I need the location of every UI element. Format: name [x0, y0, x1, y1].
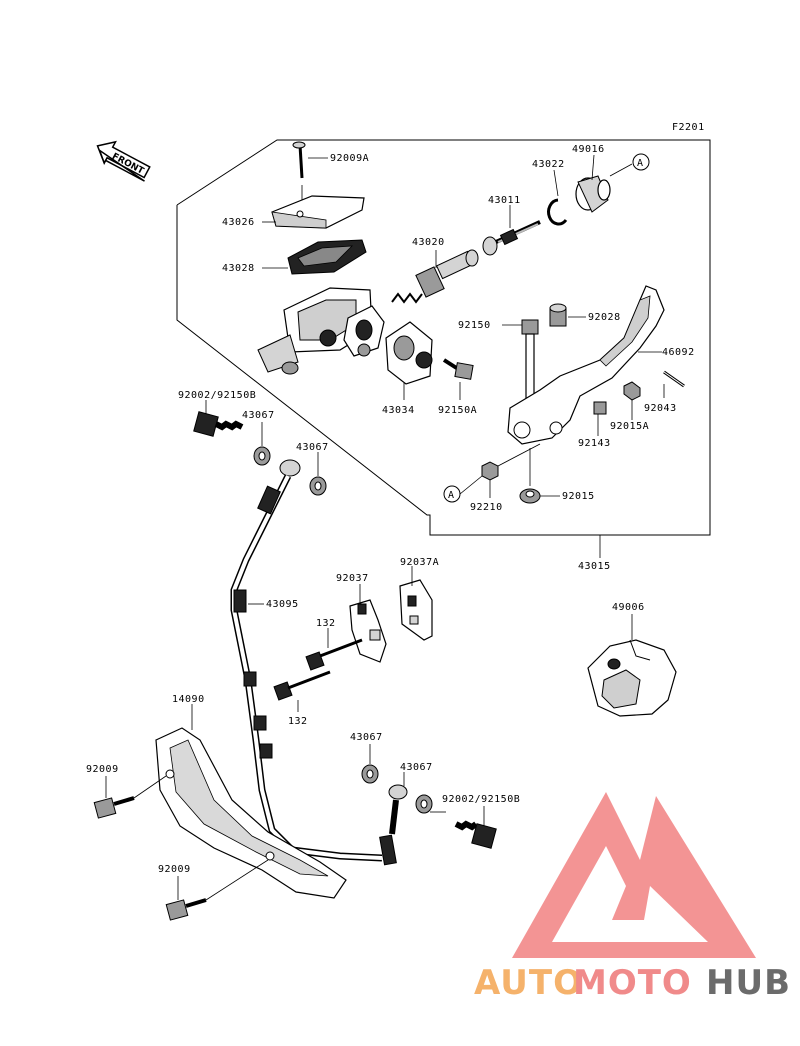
clamp-92037 [349, 599, 387, 663]
label-43028: 43028 [222, 263, 255, 274]
watermark-logo-icon [512, 792, 756, 958]
master-cylinder-body [257, 287, 385, 375]
label-43067-a: 43067 [242, 410, 275, 421]
label-43034: 43034 [382, 405, 415, 416]
label-92037A: 92037A [400, 557, 439, 568]
label-43026: 43026 [222, 217, 255, 228]
label-132-a: 132 [316, 618, 336, 629]
label-43067-d: 43067 [400, 762, 433, 773]
label-92028: 92028 [588, 312, 621, 323]
watermark-moto: MOTO [573, 963, 692, 1003]
clamp-43034 [385, 321, 433, 385]
label-43015: 43015 [578, 561, 611, 572]
label-92002-top: 92002/92150B [178, 390, 256, 401]
label-132-b: 132 [288, 716, 308, 727]
screw-92143 [593, 401, 607, 415]
clamp-92037A [399, 579, 433, 641]
watermark-auto: AUTO [474, 963, 583, 1003]
guard-49006 [587, 639, 677, 717]
bolt-92009-a [93, 796, 135, 819]
collar-92028 [549, 303, 567, 327]
bolt-132-a [305, 638, 363, 671]
label-49006: 49006 [612, 602, 645, 613]
nut-92210 [481, 461, 499, 481]
watermark-hub: HUB [706, 963, 791, 1003]
label-14090: 14090 [172, 694, 205, 705]
bolt-92150A [442, 358, 474, 380]
diaphragm-43028 [287, 239, 367, 275]
bolt-92009-b [165, 898, 207, 921]
label-43020: 43020 [412, 237, 445, 248]
banjo-bolt-top [193, 411, 244, 437]
screw-92009A [292, 141, 306, 179]
label-92043: 92043 [644, 403, 677, 414]
label-49016: 49016 [572, 144, 605, 155]
label-43011: 43011 [488, 195, 521, 206]
piston-43020 [391, 249, 479, 304]
assembly-outline [176, 139, 711, 536]
label-92015A: 92015A [610, 421, 649, 432]
callout-a-top [632, 153, 650, 171]
reference-code: F2201 [672, 122, 705, 133]
label-46092: 46092 [662, 347, 695, 358]
nut-92015 [519, 488, 541, 504]
label-92143: 92143 [578, 438, 611, 449]
svg-text:A: A [637, 158, 644, 169]
label-43067-c: 43067 [350, 732, 383, 743]
svg-text:A: A [448, 490, 455, 501]
pushrod-43011 [482, 220, 541, 256]
boot-49016 [575, 175, 611, 213]
label-92015: 92015 [562, 491, 595, 502]
label-92037: 92037 [336, 573, 369, 584]
circlip-43022 [547, 198, 568, 226]
lever-46092 [507, 285, 665, 445]
label-43022: 43022 [532, 159, 565, 170]
label-92210: 92210 [470, 502, 503, 513]
watermark-text: AUTO MOTO HUB [474, 963, 791, 1003]
label-92150: 92150 [458, 320, 491, 331]
nut-92015A [623, 381, 641, 401]
bolt-132-b [273, 670, 331, 701]
callout-a-bottom [443, 485, 461, 503]
label-92002-bottom: 92002/92150B [442, 794, 520, 805]
guard-bracket-14090 [155, 727, 347, 899]
pin-92043 [663, 370, 685, 388]
label-92150A: 92150A [438, 405, 477, 416]
banjo-bolt-bottom [454, 820, 497, 849]
label-92009A: 92009A [330, 153, 369, 164]
label-92009-a: 92009 [86, 764, 119, 775]
label-43067-b: 43067 [296, 442, 329, 453]
label-92009-b: 92009 [158, 864, 191, 875]
label-43095: 43095 [266, 599, 299, 610]
front-arrow-icon: FRONT [96, 140, 151, 182]
